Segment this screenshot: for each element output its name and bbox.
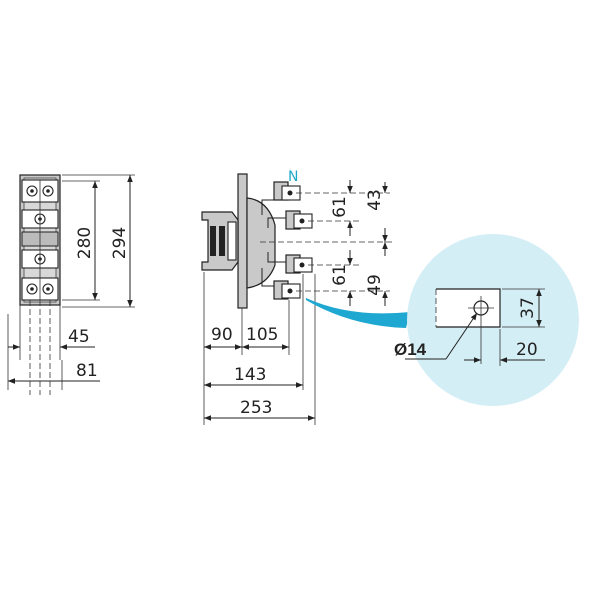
dim-105: 105: [246, 325, 278, 345]
dim-hole-diameter: Ø14: [394, 340, 427, 359]
dim-61-bottom: 61: [330, 264, 350, 286]
front-terminals: [21, 179, 59, 301]
dim-45: 45: [68, 327, 90, 347]
dim-280: 280: [75, 227, 95, 259]
front-view: 280 294 45 81: [7, 174, 135, 395]
dim-90: 90: [211, 325, 233, 345]
dim-253: 253: [240, 398, 272, 418]
dim-81: 81: [76, 361, 98, 381]
rear-housing: [246, 197, 276, 289]
dim-61-top: 61: [330, 196, 350, 218]
dim-143: 143: [234, 365, 266, 385]
dim-37: 37: [518, 297, 538, 319]
dim-20: 20: [516, 340, 538, 360]
side-view: N 61 43 61 49 90 105 14: [201, 169, 392, 425]
side-terminals: [273, 181, 313, 300]
terminal-detail: Ø14 37 20: [306, 234, 579, 406]
dim-294: 294: [110, 227, 130, 259]
dim-43: 43: [365, 189, 385, 211]
mounting-plate: [237, 173, 248, 309]
detail-pointer: [306, 298, 410, 328]
dim-49: 49: [365, 274, 385, 296]
phase-n-label: N: [288, 169, 298, 185]
